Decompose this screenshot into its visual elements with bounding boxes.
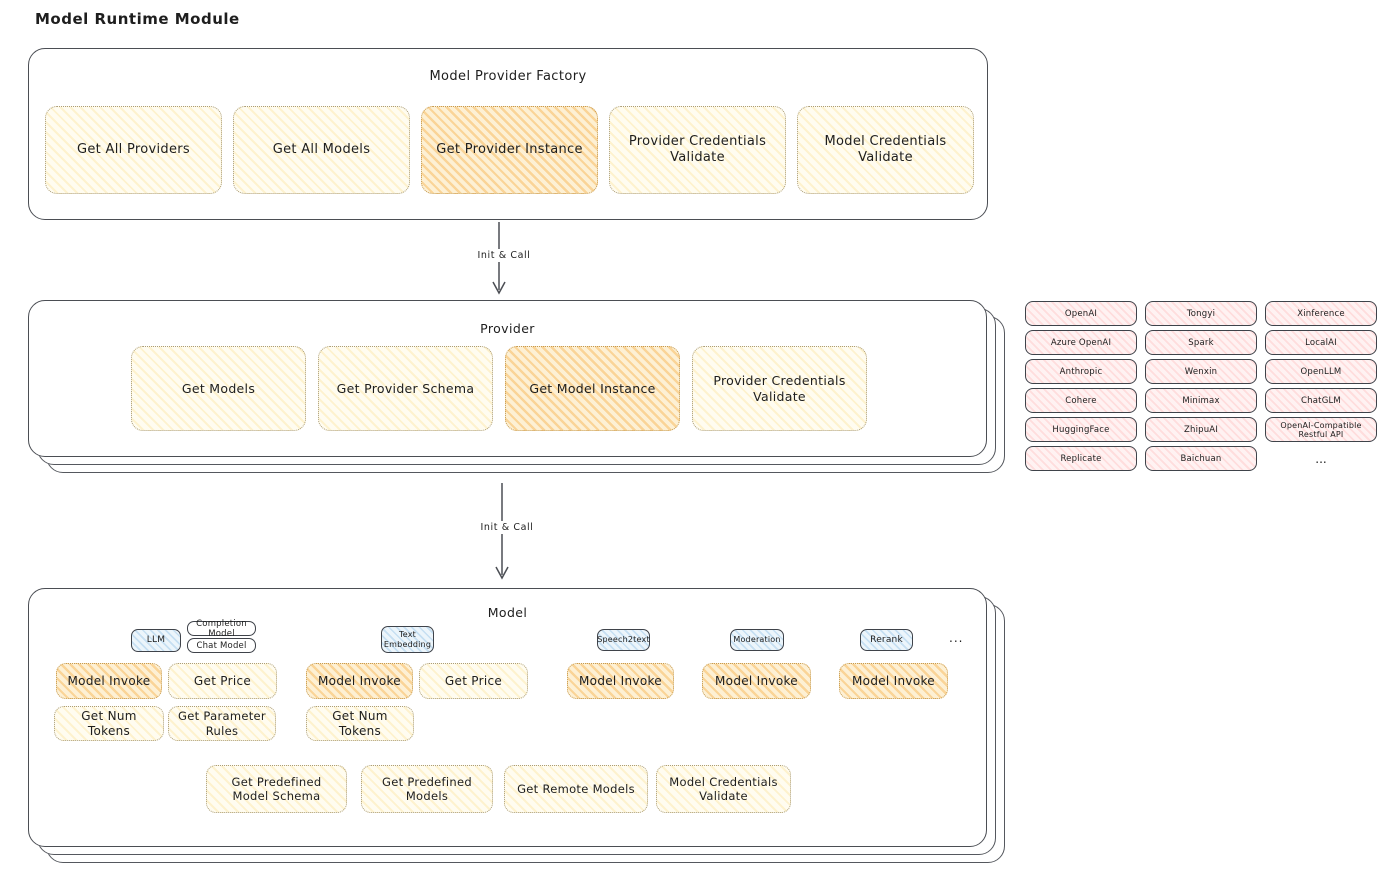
get-all-models-button[interactable]: Get All Models bbox=[233, 106, 410, 194]
provider-grid-more-dots: ... bbox=[1315, 451, 1327, 466]
arrow-factory-to-provider bbox=[488, 222, 510, 302]
llm-get-price-button[interactable]: Get Price bbox=[168, 663, 277, 699]
llm-get-parameter-rules-button[interactable]: Get Parameter Rules bbox=[168, 706, 276, 741]
model-box: Model LLM Completion Model Chat Model Te… bbox=[28, 588, 987, 847]
get-all-providers-button[interactable]: Get All Providers bbox=[45, 106, 222, 194]
provider-grid: OpenAI Tongyi Xinference Azure OpenAI Sp… bbox=[1025, 301, 1377, 471]
model-tabs-more-dots: ... bbox=[949, 631, 964, 645]
provider-chip-tongyi[interactable]: Tongyi bbox=[1145, 301, 1257, 326]
provider-chip-zhipuai[interactable]: ZhipuAI bbox=[1145, 417, 1257, 442]
factory-title: Model Provider Factory bbox=[429, 69, 587, 84]
diagram-title: Model Runtime Module bbox=[35, 10, 240, 28]
provider-chip-baichuan[interactable]: Baichuan bbox=[1145, 446, 1257, 471]
init-call-label-2: Init & Call bbox=[469, 521, 545, 534]
model-title: Model bbox=[487, 605, 528, 620]
provider-button-row: Get Models Get Provider Schema Get Model… bbox=[131, 346, 867, 431]
tab-rerank[interactable]: Rerank bbox=[860, 629, 913, 651]
tab-chat-model[interactable]: Chat Model bbox=[187, 638, 256, 653]
get-model-instance-button[interactable]: Get Model Instance bbox=[505, 346, 680, 431]
provider-title: Provider bbox=[480, 321, 535, 336]
provider-box: Provider Get Models Get Provider Schema … bbox=[28, 300, 987, 457]
provider-chip-spark[interactable]: Spark bbox=[1145, 330, 1257, 355]
get-models-button[interactable]: Get Models bbox=[131, 346, 306, 431]
provider-credentials-validate-button[interactable]: Provider Credentials Validate bbox=[609, 106, 786, 194]
provider-chip-anthropic[interactable]: Anthropic bbox=[1025, 359, 1137, 384]
get-predefined-model-schema-button[interactable]: Get Predefined Model Schema bbox=[206, 765, 347, 813]
get-predefined-models-button[interactable]: Get Predefined Models bbox=[361, 765, 493, 813]
tab-llm[interactable]: LLM bbox=[131, 629, 181, 652]
llm-model-invoke-button[interactable]: Model Invoke bbox=[56, 663, 162, 699]
init-call-label-1: Init & Call bbox=[466, 249, 542, 262]
provider-credentials-validate-button-2[interactable]: Provider Credentials Validate bbox=[692, 346, 867, 431]
model-credentials-validate-button-2[interactable]: Model Credentials Validate bbox=[656, 765, 791, 813]
provider-chip-replicate[interactable]: Replicate bbox=[1025, 446, 1137, 471]
provider-chip-xinference[interactable]: Xinference bbox=[1265, 301, 1377, 326]
provider-chip-minimax[interactable]: Minimax bbox=[1145, 388, 1257, 413]
get-provider-instance-button[interactable]: Get Provider Instance bbox=[421, 106, 598, 194]
provider-chip-chatglm[interactable]: ChatGLM bbox=[1265, 388, 1377, 413]
speech2text-model-invoke-button[interactable]: Model Invoke bbox=[567, 663, 674, 699]
provider-chip-wenxin[interactable]: Wenxin bbox=[1145, 359, 1257, 384]
embedding-model-invoke-button[interactable]: Model Invoke bbox=[306, 663, 413, 699]
provider-chip-openllm[interactable]: OpenLLM bbox=[1265, 359, 1377, 384]
tab-completion-model[interactable]: Completion Model bbox=[187, 619, 256, 639]
model-provider-factory-box: Model Provider Factory Get All Providers… bbox=[28, 48, 988, 220]
provider-chip-cohere[interactable]: Cohere bbox=[1025, 388, 1137, 413]
tab-speech2text[interactable]: Speech2text bbox=[597, 629, 650, 651]
provider-chip-localai[interactable]: LocalAI bbox=[1265, 330, 1377, 355]
arrow-provider-to-model bbox=[491, 483, 513, 587]
provider-chip-openai[interactable]: OpenAI bbox=[1025, 301, 1137, 326]
model-credentials-validate-button[interactable]: Model Credentials Validate bbox=[797, 106, 974, 194]
provider-chip-azure-openai[interactable]: Azure OpenAI bbox=[1025, 330, 1137, 355]
provider-chip-openai-compatible[interactable]: OpenAI-Compatible Restful API bbox=[1265, 417, 1377, 442]
tab-text-embedding[interactable]: Text Embedding bbox=[381, 626, 434, 653]
embedding-get-price-button[interactable]: Get Price bbox=[419, 663, 528, 699]
provider-chip-huggingface[interactable]: HuggingFace bbox=[1025, 417, 1137, 442]
get-remote-models-button[interactable]: Get Remote Models bbox=[504, 765, 648, 813]
factory-button-row: Get All Providers Get All Models Get Pro… bbox=[45, 106, 974, 194]
embedding-get-num-tokens-button[interactable]: Get Num Tokens bbox=[306, 706, 414, 741]
get-provider-schema-button[interactable]: Get Provider Schema bbox=[318, 346, 493, 431]
moderation-model-invoke-button[interactable]: Model Invoke bbox=[702, 663, 811, 699]
llm-get-num-tokens-button[interactable]: Get Num Tokens bbox=[54, 706, 164, 741]
rerank-model-invoke-button[interactable]: Model Invoke bbox=[839, 663, 948, 699]
tab-moderation[interactable]: Moderation bbox=[730, 629, 784, 651]
